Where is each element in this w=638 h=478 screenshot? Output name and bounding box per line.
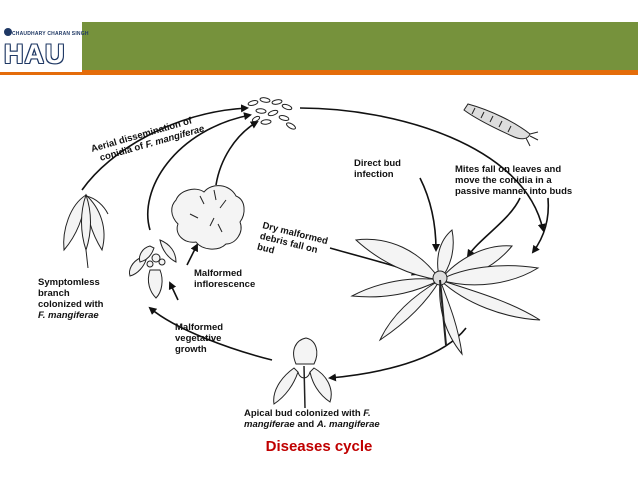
emblem-icon bbox=[4, 28, 12, 36]
label-malformed-inflorescence: Malformed inflorescence bbox=[194, 268, 255, 290]
arrow-vegetative-to-inflorescence bbox=[168, 281, 179, 301]
arrow-inflorescence-sketch bbox=[186, 243, 198, 266]
label-aerial-dissemination: Aerial dissemination of conidia of F. ma… bbox=[90, 113, 207, 166]
apical-bud-sketch bbox=[273, 337, 332, 409]
label-apical-bud: Apical bud colonized with F. mangiferae … bbox=[244, 408, 380, 430]
diagram-caption: Diseases cycle bbox=[265, 438, 373, 455]
logo-caption: CHAUDHARY CHARAN SINGH bbox=[12, 31, 89, 37]
header-bar bbox=[0, 22, 638, 70]
label-direct-bud-infection: Direct bud infection bbox=[354, 158, 404, 180]
label-symptomless-branch: Symptomless branch colonized with F. man… bbox=[38, 277, 106, 321]
arrow-apical-to-vegetative bbox=[148, 306, 273, 361]
mango-plant-sketch bbox=[350, 229, 541, 356]
arrow-direct-infection bbox=[419, 177, 440, 252]
arrow-conidia-to-plant bbox=[299, 107, 546, 232]
arrow-mites-left bbox=[466, 197, 521, 258]
logo-text: HAU bbox=[4, 39, 66, 69]
header-stripe bbox=[0, 70, 638, 75]
university-logo bbox=[0, 22, 82, 72]
label-dry-debris: Dry malformed debris fall on bud bbox=[256, 220, 332, 269]
malformed-vegetative-sketch bbox=[129, 239, 177, 299]
arrow-debris-to-conidia bbox=[215, 120, 259, 186]
label-malformed-vegetative: Malformed vegetative growth bbox=[175, 322, 226, 355]
symptomless-branch-sketch bbox=[63, 193, 109, 269]
label-mites: Mites fall on leaves and move the conidi… bbox=[455, 164, 572, 197]
mite-icon bbox=[463, 103, 539, 147]
malformed-inflorescence-sketch bbox=[171, 185, 245, 250]
conidia-cluster bbox=[247, 97, 296, 130]
arrow-mites-right bbox=[531, 197, 550, 254]
arrow-inflorescence-to-conidia bbox=[147, 112, 252, 231]
arrow-branch-to-conidia bbox=[81, 104, 249, 191]
